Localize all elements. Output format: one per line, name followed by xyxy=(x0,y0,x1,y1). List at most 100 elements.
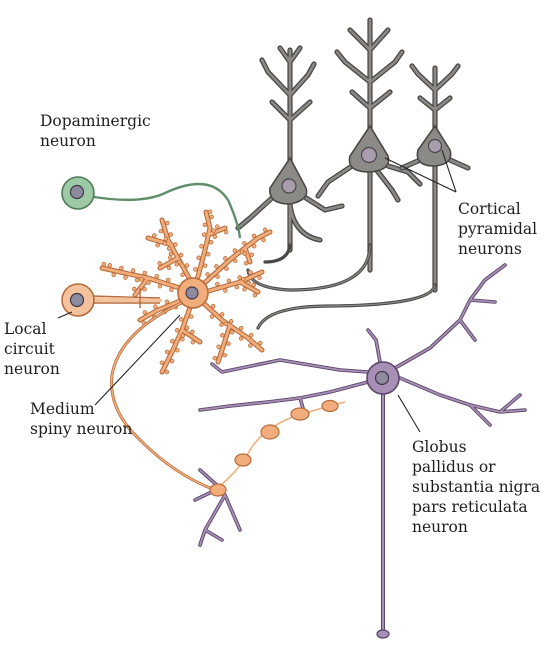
dendritic-spine xyxy=(168,251,174,257)
dendritic-spine xyxy=(175,347,180,353)
dendritic-spine xyxy=(248,332,254,338)
dendritic-spine xyxy=(164,369,170,375)
pyramidal-nucleus-3 xyxy=(427,138,443,154)
pyramidal-axon-2 xyxy=(256,283,437,330)
pyramidal-nucleus-1 xyxy=(281,178,297,194)
dendritic-spine xyxy=(220,333,225,338)
dendritic-spine xyxy=(242,287,247,292)
dendritic-spine xyxy=(190,329,195,335)
dendritic-spine xyxy=(251,243,257,249)
dendritic-spine xyxy=(154,274,160,279)
dendritic-spine xyxy=(209,314,215,319)
dendritic-spine xyxy=(224,266,229,271)
dendritic-spine xyxy=(162,241,168,246)
label-local-circuit-line-1: Local xyxy=(4,320,47,338)
label-local-circuit-line-3: neuron xyxy=(4,360,60,378)
dendritic-spine xyxy=(180,272,185,278)
dendritic-spine xyxy=(196,255,201,261)
dendritic-spine xyxy=(237,275,242,280)
label-medium-spiny-line-1: Medium xyxy=(30,400,95,418)
dendritic-spine xyxy=(152,233,157,238)
dendritic-spine xyxy=(232,258,238,264)
pyramidal-nucleus-2 xyxy=(360,146,378,164)
dendritic-spine xyxy=(248,343,253,348)
dendritic-spine xyxy=(199,244,204,249)
dopaminergic-neuron xyxy=(61,176,242,239)
dendritic-spine xyxy=(201,232,207,237)
dendritic-spine xyxy=(238,325,244,331)
spiny-axon-terminals xyxy=(209,399,346,497)
dendritic-spine xyxy=(166,265,172,271)
dendritic-spine xyxy=(157,261,162,266)
label-globus-line-2: pallidus or xyxy=(412,458,496,476)
dendritic-spine xyxy=(177,259,182,265)
dendritic-spine xyxy=(215,224,220,229)
dendritic-spine xyxy=(155,242,160,248)
pyramidal-neuron-1 xyxy=(235,45,345,253)
dendritic-spine xyxy=(211,228,216,233)
dendritic-spine xyxy=(157,283,163,289)
dendritic-spine xyxy=(166,246,172,251)
dendritic-spine xyxy=(229,329,235,335)
dendritic-spine xyxy=(258,340,263,346)
dendritic-spine xyxy=(251,282,257,288)
dendritic-spine xyxy=(123,275,128,280)
dendritic-spine xyxy=(146,280,151,285)
dendritic-spine xyxy=(184,263,190,268)
dendritic-spine xyxy=(165,277,171,283)
dendritic-spine xyxy=(184,325,190,331)
label-local-circuit: Local circuit neuron xyxy=(4,320,60,378)
dendritic-spine xyxy=(134,277,140,283)
dendritic-spine xyxy=(219,312,225,317)
dendritic-spine xyxy=(174,328,180,333)
dendritic-spine xyxy=(249,252,255,257)
dendritic-spine xyxy=(168,232,173,237)
dendritic-spine xyxy=(165,349,170,355)
dendritic-spine xyxy=(226,278,232,284)
label-globus-line-5: neuron xyxy=(412,518,468,536)
dendritic-spine xyxy=(242,240,247,246)
leader-lines xyxy=(57,149,457,433)
dendritic-spine xyxy=(173,242,178,247)
label-globus-line-4: pars reticulata xyxy=(412,498,528,516)
dendritic-spine xyxy=(159,360,165,365)
label-cortical-line-2: pyramidal xyxy=(458,220,537,238)
dendritic-spine xyxy=(248,270,253,275)
dendritic-spine xyxy=(239,249,245,255)
dendritic-spine xyxy=(180,333,186,338)
dendritic-spine xyxy=(111,272,116,278)
dendritic-spine xyxy=(219,322,224,327)
dendritic-spine xyxy=(190,339,196,345)
dendritic-spine xyxy=(164,299,170,305)
label-medium-spiny-line-2: spiny neuron xyxy=(30,420,132,438)
dopaminergic-axon xyxy=(87,182,242,239)
dendritic-spine xyxy=(174,262,179,267)
label-globus-line-3: substantia nigra xyxy=(412,478,540,496)
dendritic-spine xyxy=(165,220,170,226)
dendritic-spine xyxy=(262,227,268,233)
dendritic-spine xyxy=(223,321,229,327)
label-medium-spiny: Medium spiny neuron xyxy=(30,400,132,438)
label-globus: Globus pallidus or substantia nigra pars… xyxy=(412,438,545,536)
dendritic-spine xyxy=(243,260,249,266)
dendritic-spine xyxy=(169,287,174,293)
dendritic-spine xyxy=(142,287,147,292)
dendritic-spine xyxy=(212,355,218,361)
medium-spiny-neuron xyxy=(99,209,273,492)
dendritic-spine xyxy=(119,265,124,271)
dendritic-spine xyxy=(169,358,175,364)
dendritic-spine xyxy=(158,228,164,234)
dendritic-spine xyxy=(209,214,214,220)
dendritic-spine xyxy=(246,280,251,285)
dendritic-spine xyxy=(234,284,240,290)
dendritic-spine xyxy=(257,275,262,280)
dendritic-spine xyxy=(216,344,221,350)
dendritic-spine xyxy=(205,251,211,257)
dendritic-spine xyxy=(153,304,158,309)
label-dopaminergic-line-2: neuron xyxy=(40,132,96,150)
dendritic-spine xyxy=(170,339,175,344)
globus-pallidus-neuron xyxy=(193,263,527,639)
dendritic-spine xyxy=(193,267,198,272)
dendritic-spine xyxy=(107,263,112,268)
label-cortical-line-1: Cortical xyxy=(458,200,521,218)
